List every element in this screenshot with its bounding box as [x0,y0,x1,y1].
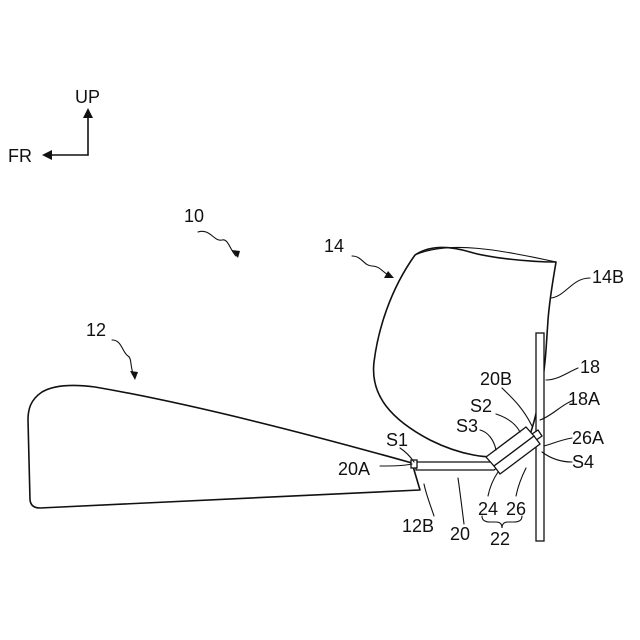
part-12-panel [28,385,420,508]
label-S1: S1 [386,430,408,450]
leader-12-arrow-icon [130,371,138,380]
label-14B: 14B [592,267,624,287]
front-label: FR [8,146,32,166]
leader-20A [380,464,412,466]
up-label: UP [75,87,100,107]
label-20A: 20A [338,459,370,479]
leader-14B [551,278,590,298]
label-26: 26 [506,499,526,519]
label-26A: 26A [572,428,604,448]
leader-10 [198,231,236,256]
front-arrow-icon [42,150,52,160]
label-12: 12 [86,320,106,340]
leader-14 [352,256,390,276]
label-10: 10 [184,206,204,226]
leader-12B [424,484,434,516]
label-18A: 18A [568,389,600,409]
label-14: 14 [324,236,344,256]
leader-10-arrow-icon [232,250,240,258]
label-S3: S3 [456,416,478,436]
label-12B: 12B [402,516,434,536]
label-20B: 20B [480,369,512,389]
up-arrow-icon [83,108,93,118]
part-14-top-edge [415,247,556,262]
leader-24 [488,472,498,496]
leader-14-arrow-icon [384,271,394,278]
label-20: 20 [450,524,470,544]
label-S4: S4 [572,452,594,472]
leader-20B [502,388,532,426]
label-24: 24 [478,499,498,519]
leader-20 [458,478,464,524]
leader-S2 [496,414,520,432]
leader-18 [546,368,578,380]
leader-S4 [542,452,572,462]
label-S2: S2 [470,396,492,416]
leader-26A [544,438,572,446]
leader-12 [112,340,134,376]
label-22: 22 [490,529,510,549]
label-18: 18 [580,357,600,377]
orientation-indicator: UP FR [8,87,100,166]
leader-26 [516,468,526,496]
leader-S3 [480,430,496,450]
